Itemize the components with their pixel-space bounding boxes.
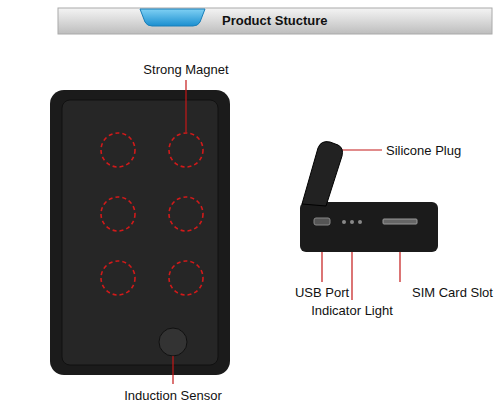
part-label: SIM Card Slot [412, 285, 493, 300]
device-side [300, 202, 438, 252]
part-label: Silicone Plug [386, 143, 461, 158]
device-panel [62, 100, 218, 365]
part-label: Strong Magnet [143, 62, 228, 77]
header-tab [140, 9, 205, 26]
part-label: Indicator Light [311, 303, 393, 318]
sim-slot [383, 219, 417, 224]
device-housing [50, 90, 230, 375]
induction-sensor [159, 328, 187, 356]
silicone-plug [302, 142, 343, 206]
usb-port [314, 218, 330, 225]
part-label: Induction Sensor [124, 388, 222, 403]
part-label: USB Port [295, 285, 349, 300]
magnet-circles [101, 133, 203, 295]
header-bar [58, 8, 492, 34]
header-title: Product Stucture [222, 13, 327, 28]
